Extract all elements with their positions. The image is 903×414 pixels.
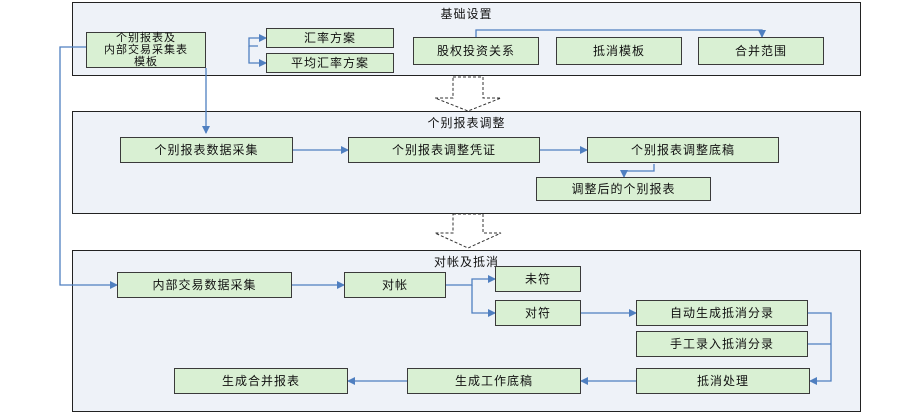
elim-process-node[interactable]: 抵消处理 xyxy=(636,368,810,394)
mismatch-node[interactable]: 未符 xyxy=(495,266,581,292)
adjust-voucher-node[interactable]: 个别报表调整凭证 xyxy=(348,137,540,163)
internal-collection-node[interactable]: 内部交易数据采集 xyxy=(117,272,292,298)
template-node[interactable]: 个别报表及 内部交易采集表 模板 xyxy=(86,32,206,68)
panel-title: 对帐及抵消 xyxy=(433,255,499,269)
auto-elim-node[interactable]: 自动生成抵消分录 xyxy=(636,300,808,326)
adjust-draft-node[interactable]: 个别报表调整底稿 xyxy=(587,137,779,163)
reconcile-node[interactable]: 对帐 xyxy=(344,272,446,298)
consolidation-scope-node[interactable]: 合并范围 xyxy=(698,37,824,65)
data-collection-node[interactable]: 个别报表数据采集 xyxy=(120,137,293,163)
flow-down-arrow-1 xyxy=(434,76,502,112)
manual-elim-node[interactable]: 手工录入抵消分录 xyxy=(636,331,808,357)
elim-template-node[interactable]: 抵消模板 xyxy=(556,37,682,65)
consolidated-report-node[interactable]: 生成合并报表 xyxy=(174,368,348,394)
exchange-scheme-node[interactable]: 汇率方案 xyxy=(266,28,394,48)
flow-down-arrow-2 xyxy=(434,213,502,249)
match-node[interactable]: 对符 xyxy=(495,300,581,326)
equity-relation-node[interactable]: 股权投资关系 xyxy=(413,37,539,65)
panel-title: 个别报表调整 xyxy=(427,116,506,130)
work-draft-node[interactable]: 生成工作底稿 xyxy=(407,368,581,394)
adjusted-report-node[interactable]: 调整后的个别报表 xyxy=(536,177,711,201)
avg-exchange-scheme-node[interactable]: 平均汇率方案 xyxy=(266,53,394,73)
panel-title: 基础设置 xyxy=(440,7,493,21)
